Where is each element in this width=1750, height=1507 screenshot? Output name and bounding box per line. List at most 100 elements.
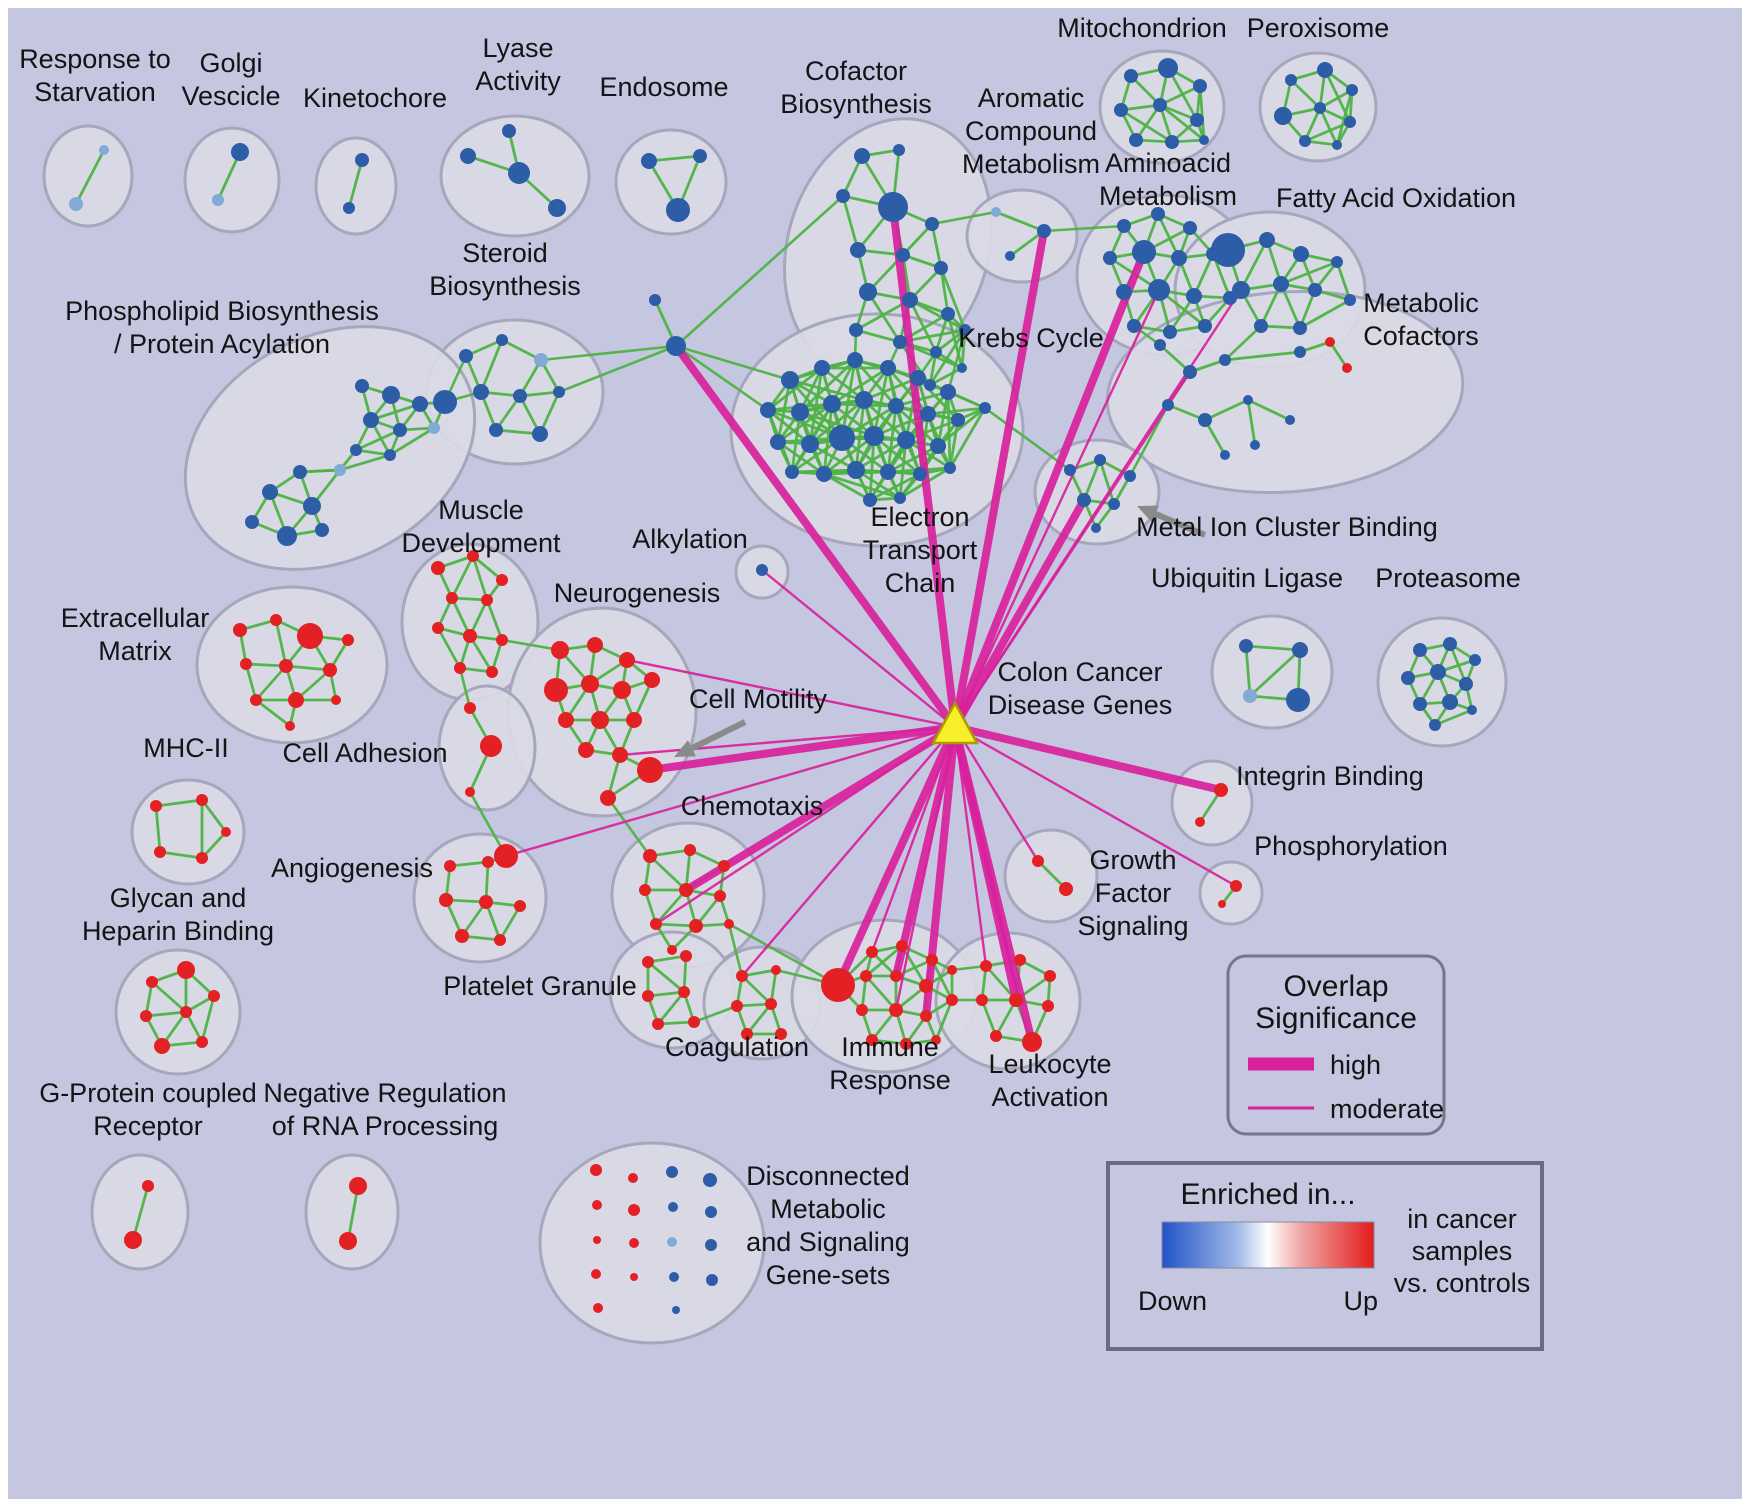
gene-set-node [1162, 399, 1174, 411]
gene-set-node [154, 1038, 170, 1054]
gene-set-edge [1319, 88, 1353, 110]
gene-set-node [221, 827, 231, 837]
gene-set-node [494, 844, 518, 868]
gene-set-node [893, 144, 905, 156]
gene-set-edge [151, 980, 187, 1014]
gene-set-node [669, 1272, 679, 1282]
gene-set-edge [468, 635, 494, 673]
gene-set-node [854, 148, 870, 164]
gene-set-node [1129, 133, 1143, 147]
gene-set-node [689, 919, 703, 933]
gene-set-node [1401, 671, 1415, 685]
inter-cluster-edge [501, 638, 561, 652]
gene-set-edge [898, 439, 908, 499]
gene-set-node [1151, 207, 1165, 221]
gene-set-edge [1198, 85, 1206, 141]
overlap-edge-moderate [894, 726, 957, 1011]
gene-set-edge [895, 958, 933, 978]
gene-set-node [666, 336, 686, 356]
gene-set-node [628, 1173, 638, 1183]
gene-set-node [629, 1238, 639, 1248]
up-label: Up [1343, 1286, 1378, 1316]
enrichment-legend: Enriched in... Down Up in cancer samples… [1106, 1161, 1544, 1351]
gene-set-node [760, 402, 776, 418]
gene-set-node [626, 712, 642, 728]
gene-set-node [649, 294, 661, 306]
overlap-legend-title-line2: Significance [1255, 1002, 1417, 1035]
gene-set-edge [1245, 644, 1301, 652]
gene-set-edge [449, 860, 489, 868]
gene-set-node [814, 360, 830, 376]
pointer-arrowhead [674, 740, 696, 757]
label-peroxisome: Peroxisome [1247, 13, 1390, 43]
gene-set-node [756, 564, 768, 576]
gene-set-edge [866, 291, 902, 343]
gene-set-node [688, 1016, 700, 1028]
label-chemotaxis: Chemotaxis [681, 791, 824, 821]
gene-set-node [1332, 140, 1342, 150]
gene-set-node [880, 464, 896, 480]
gene-set-node [473, 384, 489, 400]
gene-set-node [1127, 319, 1141, 333]
gene-set-node [532, 426, 548, 442]
pointer-arrow [1148, 508, 1207, 538]
gene-set-node [1413, 643, 1427, 657]
gene-set-node [502, 124, 516, 138]
gene-set-node [233, 623, 247, 637]
gene-set-node [1214, 783, 1228, 797]
gene-set-node [668, 1202, 678, 1212]
gene-set-node [454, 662, 466, 674]
gene-set-node [816, 466, 832, 482]
gene-set-node [355, 379, 369, 393]
gene-set-node [1014, 954, 1026, 966]
label-mhc-ii: MHC-II [143, 733, 228, 763]
gene-set-node [1009, 993, 1023, 1007]
gene-set-edge [745, 1003, 773, 1035]
gene-set-node [976, 994, 988, 1006]
overlap-edge-moderate [655, 725, 956, 926]
gene-set-node [1193, 79, 1207, 93]
gene-set-node [177, 961, 195, 979]
gene-set-node [553, 386, 565, 398]
gene-set-edge [244, 663, 258, 701]
gene-set-node [1171, 250, 1187, 266]
gene-set-edge [1434, 708, 1473, 727]
hub-and-arrows-layer [674, 505, 1207, 757]
overlap-edge-moderate [626, 658, 956, 729]
gene-set-node [231, 143, 249, 161]
gene-set-edge [1304, 120, 1351, 143]
gene-set-edge [74, 149, 106, 205]
label-proteasome: Proteasome [1375, 563, 1521, 593]
label-krebs-cycle: Krebs Cycle [958, 323, 1104, 353]
gene-set-edge [1299, 298, 1351, 330]
overlap-significance-legend: Overlap Significance high moderate [1226, 954, 1446, 1136]
gene-set-node [69, 197, 83, 211]
gene-set-node [1299, 135, 1311, 147]
gene-set-edge [1156, 213, 1181, 259]
down-label: Down [1138, 1286, 1207, 1316]
gene-set-node [262, 484, 278, 500]
gene-set-node [1273, 276, 1289, 292]
overlap-edge-moderate [953, 371, 1192, 728]
gene-set-node [1286, 688, 1310, 712]
overlap-edge-moderate [761, 569, 956, 728]
gene-set-edge [1249, 648, 1301, 698]
label-fatty-acid-oxidation: Fatty Acid Oxidation [1276, 183, 1516, 213]
gene-set-node [1344, 294, 1356, 306]
gene-set-node [1124, 69, 1138, 83]
gene-set-node [196, 1036, 208, 1048]
gene-set-edge [471, 555, 489, 601]
gene-set-node [628, 1204, 640, 1216]
gene-set-node [480, 735, 502, 757]
gene-set-node [1195, 817, 1205, 827]
gene-set-node [741, 1028, 753, 1040]
gene-set-node [315, 523, 329, 537]
gene-set-node [459, 349, 473, 363]
gene-set-node [863, 493, 877, 507]
gene-set-node [1293, 246, 1309, 262]
gene-set-edge [1134, 104, 1162, 141]
